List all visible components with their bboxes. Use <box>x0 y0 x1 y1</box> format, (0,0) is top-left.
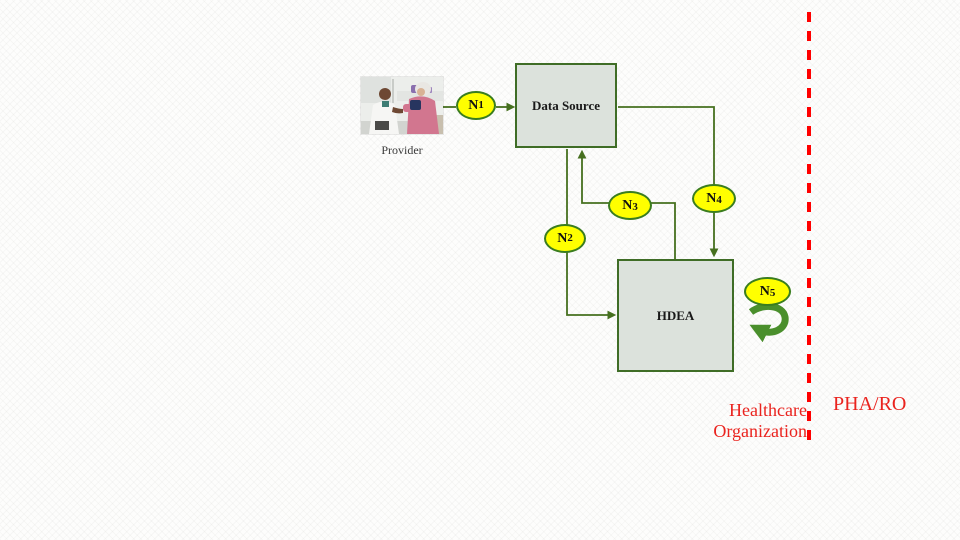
provider-photo <box>361 77 443 134</box>
node-n3-digit: 3 <box>632 201 638 214</box>
node-n1-digit: 1 <box>478 99 484 112</box>
node-n5-prefix: N <box>759 283 770 299</box>
provider-caption: Provider <box>381 143 423 157</box>
provider-photo-illustration <box>361 77 443 134</box>
label-healthcare-organization: Healthcare Organization <box>713 400 807 441</box>
node-n4-digit: 4 <box>716 194 722 207</box>
boundary-dashed-line <box>807 12 811 442</box>
node-n2-digit: 2 <box>567 232 573 245</box>
node-n3-prefix: N <box>622 197 633 213</box>
connector-datasource-n2-hdea <box>566 149 617 320</box>
box-data-source: Data Source <box>515 63 617 148</box>
box-hdea-label: HDEA <box>656 307 695 323</box>
connector-datasource-n4-hdea <box>618 106 719 258</box>
node-n4-prefix: N <box>706 190 717 206</box>
node-n5-digit: 5 <box>769 287 776 300</box>
node-n2-prefix: N <box>557 230 568 246</box>
label-pha-ro: PHA/RO <box>833 393 907 415</box>
box-data-source-label: Data Source <box>531 97 600 113</box>
curved-return-arrow-icon <box>748 302 789 343</box>
box-hdea: HDEA <box>617 259 734 372</box>
node-n1-prefix: N <box>468 97 479 113</box>
